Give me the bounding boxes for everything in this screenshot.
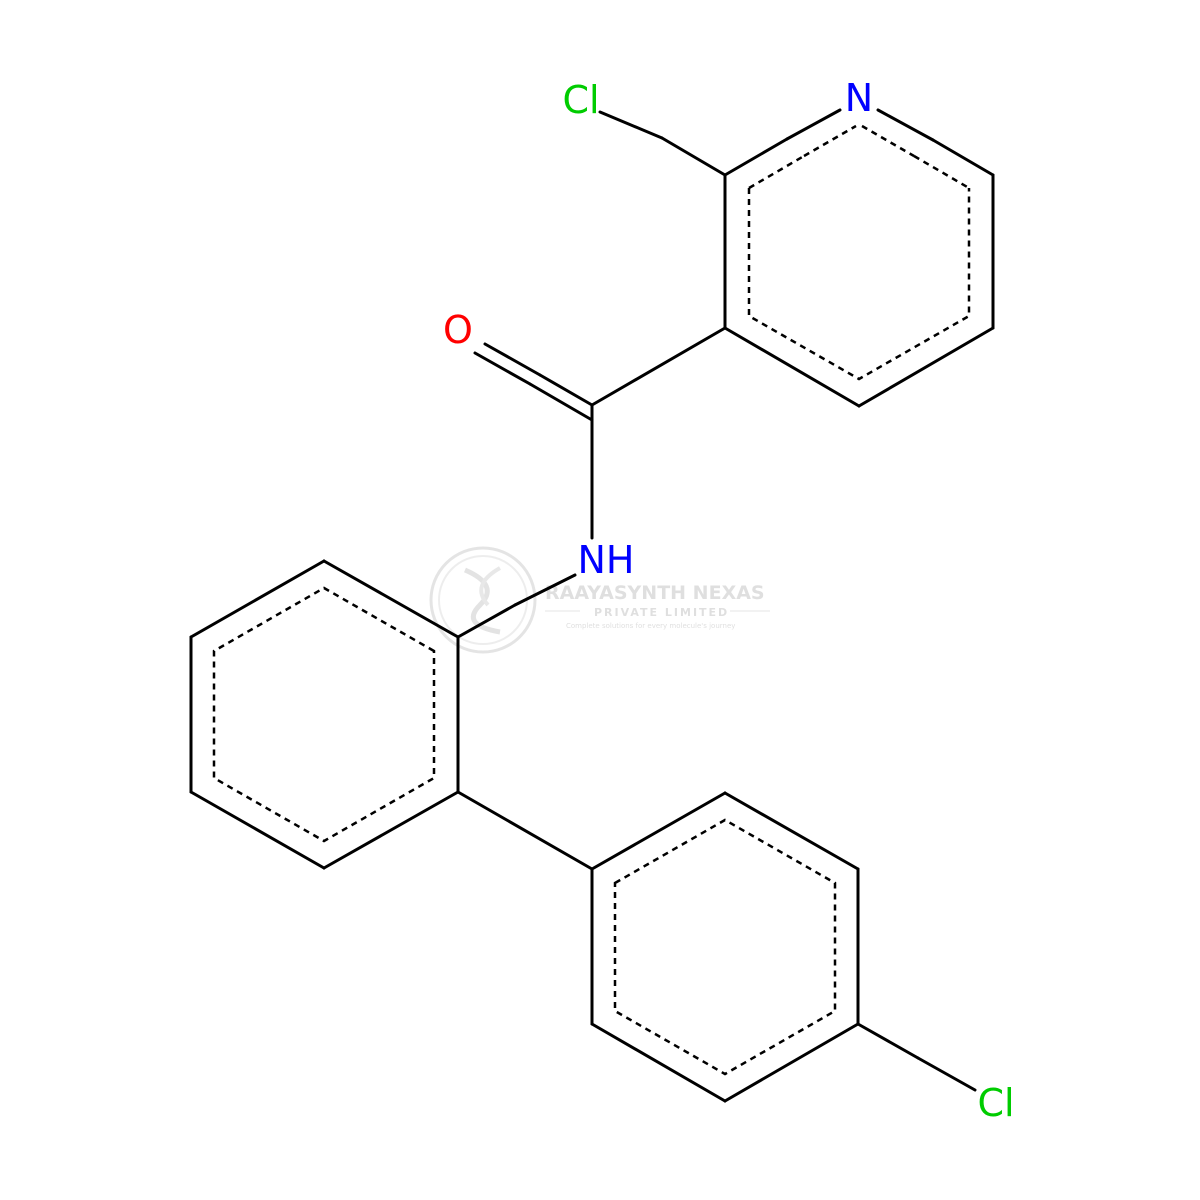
pyridine-aromatic-nc [861,124,915,158]
bond-ring-a [189,559,326,639]
ring-b-aromatic [613,818,837,1076]
bond-ring-b [590,1022,727,1103]
bond-c4-cl [916,1056,977,1092]
ring-a-aromatic [212,586,436,843]
bond-ring-b [723,791,860,871]
bond-biaryl [456,790,594,871]
bond-c4-c3 [723,326,861,408]
bond-nh-aryl [456,603,517,639]
atom-cl-bottom: Cl [977,1081,1014,1125]
bond-n-c6 [876,108,935,142]
bond-ring-b [723,1022,860,1103]
bonds [189,108,995,1103]
watermark-subtitle: PRIVATE LIMITED [594,606,729,619]
pyridine-aromatic-ring [747,188,971,381]
bond-c2-n [785,108,842,141]
pyridine-aromatic-cn [803,124,857,158]
bond-carbonyl-o [538,373,594,407]
atom-labels: Cl N O NH Cl [443,76,1015,1125]
bond-cl-c2 [660,136,727,177]
bond-cl-c2 [598,110,664,140]
pyridine-aromatic-cn [748,154,805,190]
atom-nh-amide: NH [578,538,635,582]
bond-carbonyl-o-2 [473,351,532,386]
bond-ring-a [189,790,326,870]
atom-n-pyridine: N [845,76,873,120]
bond-c4-cl [856,1022,920,1060]
watermark-tagline: Complete solutions for every molecule's … [566,622,735,630]
bond-carbonyl-o [483,342,542,377]
bond-c3-carbonyl [590,326,727,407]
atom-o-carbonyl: O [443,308,473,352]
atom-cl-top: Cl [562,78,599,122]
watermark: RAAYASYNTH NEXAS PRIVATE LIMITED Complet… [429,546,770,654]
watermark-company: RAAYASYNTH NEXAS [545,582,765,604]
bond-c2-n [723,137,789,177]
bond-carbonyl-o-2 [528,382,594,422]
bond-c5-c4 [857,326,995,408]
watermark-logo-icon [429,546,537,654]
bond-n-c6 [931,138,995,177]
bond-ring-b [590,791,727,871]
bond-ring-a [322,559,460,639]
pyridine-aromatic-nc [913,154,970,190]
bond-nh-aryl [513,573,577,607]
bond-ring-a [322,790,460,870]
